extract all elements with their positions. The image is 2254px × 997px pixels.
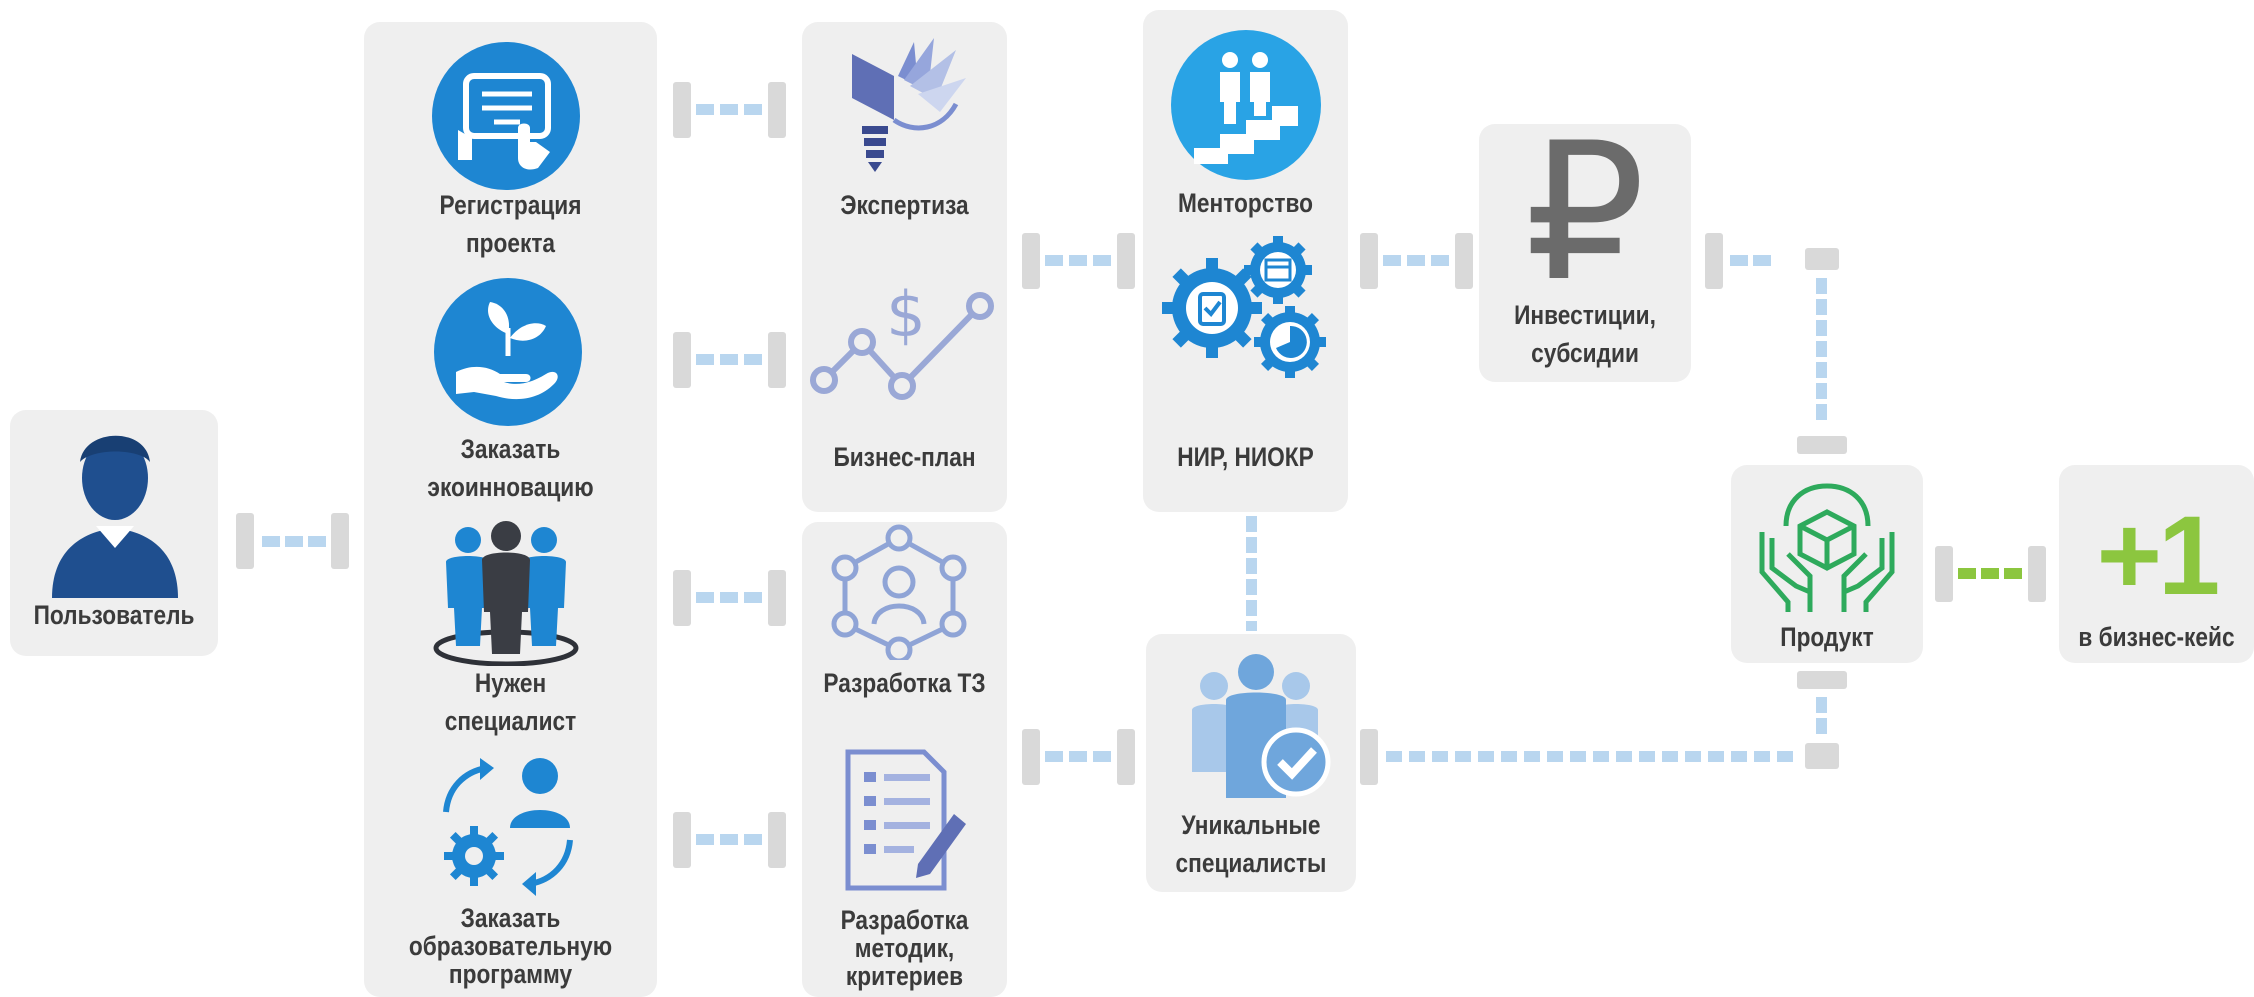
analysis-box-bottom xyxy=(802,522,1007,997)
svg-text:$: $ xyxy=(886,278,925,351)
stairs-people-icon xyxy=(1171,30,1321,180)
mentorship-label: Менторство xyxy=(1178,188,1313,218)
specialist-need-label-line-2: специалист xyxy=(444,706,577,736)
plus-one-icon: +1 xyxy=(2096,493,2221,618)
business-plan-label: Бизнес-план xyxy=(833,442,976,472)
unique-label-line-1: Уникальные xyxy=(1181,810,1321,840)
tablet-touch-icon xyxy=(432,42,580,190)
tz-label: Разработка ТЗ xyxy=(823,668,986,698)
unique-label-line-2: специалисты xyxy=(1175,848,1327,878)
specialist-need-label: Нужен специалист xyxy=(387,664,633,740)
education-label: Заказать образовательную программу xyxy=(387,904,633,988)
eco-label-line-1: Заказать xyxy=(460,434,561,464)
methods-label: Разработка методик, критериев xyxy=(818,906,990,990)
gears-icon xyxy=(1162,236,1326,378)
investments-label-line-1: Инвестиции, xyxy=(1514,300,1656,330)
analysis-box-top xyxy=(802,22,1007,512)
investments-label: Инвестиции, субсидии xyxy=(1496,296,1674,372)
dollar-chart-icon: $ xyxy=(810,278,994,400)
unique-specialists-label: Уникальные специалисты xyxy=(1163,806,1339,882)
eco-label: Заказать экоинновацию xyxy=(387,430,633,506)
research-label: НИР, НИОКР xyxy=(1177,442,1314,472)
business-case-label: в бизнес-кейс xyxy=(2078,622,2235,652)
product-label: Продукт xyxy=(1780,622,1874,652)
business-case-box xyxy=(2059,465,2254,663)
education-label-line-1: Заказать xyxy=(460,903,561,933)
methods-label-line-1: Разработка xyxy=(840,905,969,935)
investments-label-line-2: субсидии xyxy=(1531,338,1639,368)
specialist-need-label-line-1: Нужен xyxy=(474,668,547,698)
register-label-line-1: Регистрация xyxy=(439,190,582,220)
register-label-line-2: проекта xyxy=(465,228,556,258)
education-label-line-3: программу xyxy=(448,959,573,989)
network-person-icon xyxy=(831,524,967,660)
education-label-line-2: образовательную xyxy=(408,931,613,961)
user-label: Пользователь xyxy=(33,600,195,630)
methods-label-line-2: методик, xyxy=(854,933,955,963)
register-label: Регистрация проекта xyxy=(387,186,633,262)
methods-label-line-3: критериев xyxy=(845,961,964,991)
investments-box xyxy=(1479,124,1691,382)
people-check-icon xyxy=(1192,654,1331,798)
expertise-label: Экспертиза xyxy=(840,190,969,220)
person-cycle-icon xyxy=(443,758,573,896)
document-pencil-icon xyxy=(845,749,966,891)
user-icon xyxy=(52,435,178,598)
team-icon xyxy=(433,521,579,666)
ruble-icon: ₽ xyxy=(1524,102,1646,323)
eco-label-line-2: экоинновацию xyxy=(427,472,594,502)
book-lightbulb-icon xyxy=(852,38,966,172)
hand-plant-icon xyxy=(434,278,582,426)
hands-box-icon xyxy=(1759,483,1895,612)
